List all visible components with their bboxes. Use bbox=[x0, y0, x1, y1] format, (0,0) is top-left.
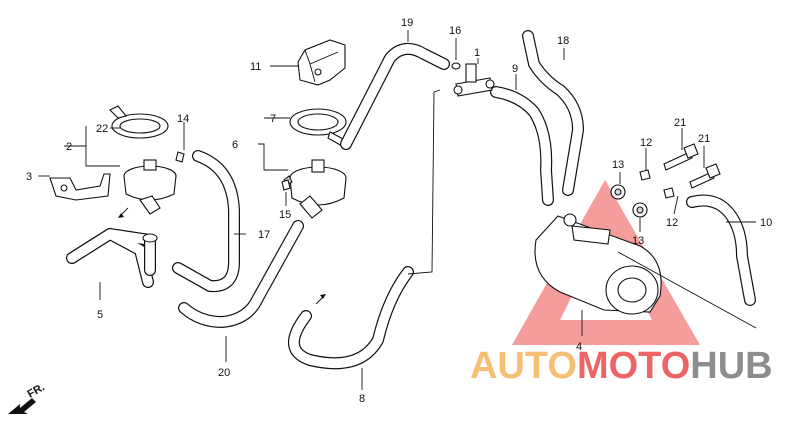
callout-22: 22 bbox=[96, 123, 108, 135]
watermark: AUTOMOTOHUB bbox=[470, 345, 773, 387]
part-16-clip bbox=[451, 62, 461, 70]
callout-8: 8 bbox=[359, 393, 365, 405]
hose-10 bbox=[686, 194, 756, 306]
callout-6: 6 bbox=[232, 139, 238, 151]
callout-19: 19 bbox=[401, 17, 413, 29]
part-1-joint bbox=[453, 63, 495, 97]
hose-8 bbox=[287, 266, 414, 370]
callout-17: 17 bbox=[258, 229, 270, 241]
callout-21b: 21 bbox=[698, 133, 710, 145]
callout-2: 2 bbox=[66, 141, 72, 153]
callout-9: 9 bbox=[512, 63, 518, 75]
front-direction-arrow: FR. bbox=[8, 381, 47, 414]
bolt-21b bbox=[689, 163, 721, 189]
part-7-clamp bbox=[289, 108, 347, 147]
part-5-pipe bbox=[66, 228, 158, 288]
callout-10: 10 bbox=[760, 217, 772, 229]
hose-17 bbox=[172, 150, 240, 293]
callout-20: 20 bbox=[218, 367, 230, 379]
part-22-clamp bbox=[109, 105, 169, 139]
leader-lines bbox=[38, 30, 756, 390]
callout-18: 18 bbox=[557, 35, 569, 47]
callout-5: 5 bbox=[97, 309, 103, 321]
grommet-13a bbox=[610, 184, 626, 200]
callout-1: 1 bbox=[474, 47, 480, 59]
part-3-bracket bbox=[49, 173, 111, 201]
watermark-moto: MOTO bbox=[577, 345, 690, 387]
grommet-13b bbox=[632, 202, 648, 218]
callouts: 1 2 3 4 5 6 7 8 9 10 11 12 12 13 13 14 1… bbox=[26, 17, 772, 405]
callout-4: 4 bbox=[576, 341, 582, 353]
svg-text:AUTOMOTOHUB: AUTOMOTOHUB bbox=[470, 345, 773, 387]
callout-12b: 12 bbox=[666, 217, 678, 229]
part-2-valve bbox=[123, 159, 177, 215]
callout-12a: 12 bbox=[640, 137, 652, 149]
callout-21a: 21 bbox=[674, 117, 686, 129]
flow-arrow-left bbox=[118, 207, 129, 218]
callout-11: 11 bbox=[250, 61, 261, 73]
watermark-auto: AUTO bbox=[470, 345, 577, 387]
collar-12a bbox=[639, 169, 651, 181]
bolt-21a bbox=[663, 143, 699, 171]
hose-19 bbox=[340, 42, 450, 150]
callout-15: 15 bbox=[279, 209, 291, 221]
hose-20 bbox=[178, 220, 304, 328]
part-4-canister bbox=[534, 213, 757, 329]
hose-9 bbox=[490, 86, 554, 206]
callout-14: 14 bbox=[177, 113, 189, 125]
callout-7: 7 bbox=[270, 113, 276, 125]
connector-line bbox=[407, 89, 441, 275]
callout-13b: 13 bbox=[632, 235, 644, 247]
part-6-valve bbox=[283, 159, 347, 219]
collar-12b bbox=[663, 187, 675, 199]
flow-arrow-center bbox=[315, 294, 326, 305]
watermark-hub: HUB bbox=[690, 345, 772, 387]
part-15-clip bbox=[281, 179, 291, 191]
callout-13a: 13 bbox=[612, 159, 624, 171]
hose-18 bbox=[522, 30, 584, 196]
part-11-bracket bbox=[297, 39, 346, 86]
part-14-clip bbox=[175, 151, 185, 163]
callout-3: 3 bbox=[26, 171, 32, 183]
direction-label: FR. bbox=[26, 381, 47, 400]
callout-16: 16 bbox=[449, 25, 461, 37]
